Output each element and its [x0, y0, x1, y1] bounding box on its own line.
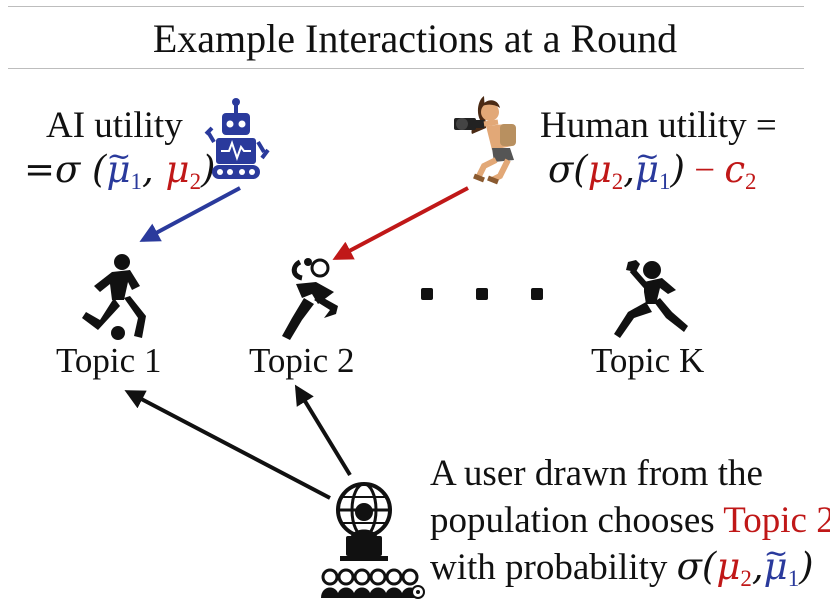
ai-formula-close: ): [201, 148, 216, 191]
human-formula-open: σ(: [548, 148, 588, 191]
ai-formula-sub1: 1: [130, 168, 142, 194]
user-text-line2: population chooses Topic 2: [430, 499, 830, 543]
user-formula-sub2: 2: [740, 565, 752, 591]
human-formula-sub1: 1: [659, 168, 671, 194]
ai-arrow: [139, 186, 241, 242]
user-formula-open: σ(: [676, 545, 717, 588]
user-arrow-topic-2: [294, 384, 352, 477]
user-text-line3: with probability σ(μ2,μ1): [430, 531, 814, 601]
user-arrow-topic-1: [124, 390, 331, 500]
user-text-line3-prefix: with probability: [430, 547, 677, 588]
ai-formula-mu-tilde: μ: [106, 134, 130, 192]
human-formula-close: ): [670, 148, 685, 191]
human-arrow: [332, 186, 469, 260]
human-formula-sep: ,: [623, 148, 635, 191]
user-formula-sub1: 1: [787, 565, 800, 591]
ai-formula-sub2: 2: [189, 168, 202, 194]
top-rule: [8, 6, 804, 7]
human-utility-formula: σ(μ2,μ1) − c2: [548, 134, 757, 204]
page-title: Example Interactions at a Round: [152, 16, 678, 61]
user-text-line2-prefix: population chooses: [430, 500, 724, 541]
user-formula-mu: μ: [716, 545, 741, 588]
topic-1-label: Topic 1: [56, 341, 162, 380]
volleyball-player-icon: [282, 258, 338, 340]
topics-ellipsis: [421, 288, 543, 300]
human-formula-cost-sub: 2: [745, 168, 757, 194]
title-rule: [8, 68, 804, 69]
topic-k-label: Topic K: [591, 341, 705, 380]
robot-icon: [204, 98, 270, 179]
ai-utility-formula: =σ (μ1, μ2): [24, 134, 216, 204]
human-formula-sub2: 2: [611, 168, 624, 194]
user-formula-sep: ,: [751, 545, 764, 588]
user-formula-close: ): [799, 545, 814, 588]
ai-formula-sep: ,: [141, 148, 166, 191]
photographer-icon: [454, 96, 516, 185]
ai-formula-prefix: =σ (: [24, 148, 107, 191]
human-formula-minus: −: [684, 150, 725, 191]
football-player-icon: [614, 260, 688, 338]
human-formula-mu: μ: [587, 148, 612, 191]
human-formula-mu-tilde: μ: [635, 134, 659, 192]
user-population-icon: [321, 482, 425, 599]
human-formula-cost: c: [724, 148, 746, 191]
soccer-player-icon: [82, 254, 146, 340]
ai-formula-mu: μ: [165, 148, 190, 191]
user-formula-mu-tilde: μ: [764, 531, 788, 589]
topic-2-label: Topic 2: [249, 341, 355, 380]
user-text-line1: A user drawn from the: [430, 453, 763, 494]
